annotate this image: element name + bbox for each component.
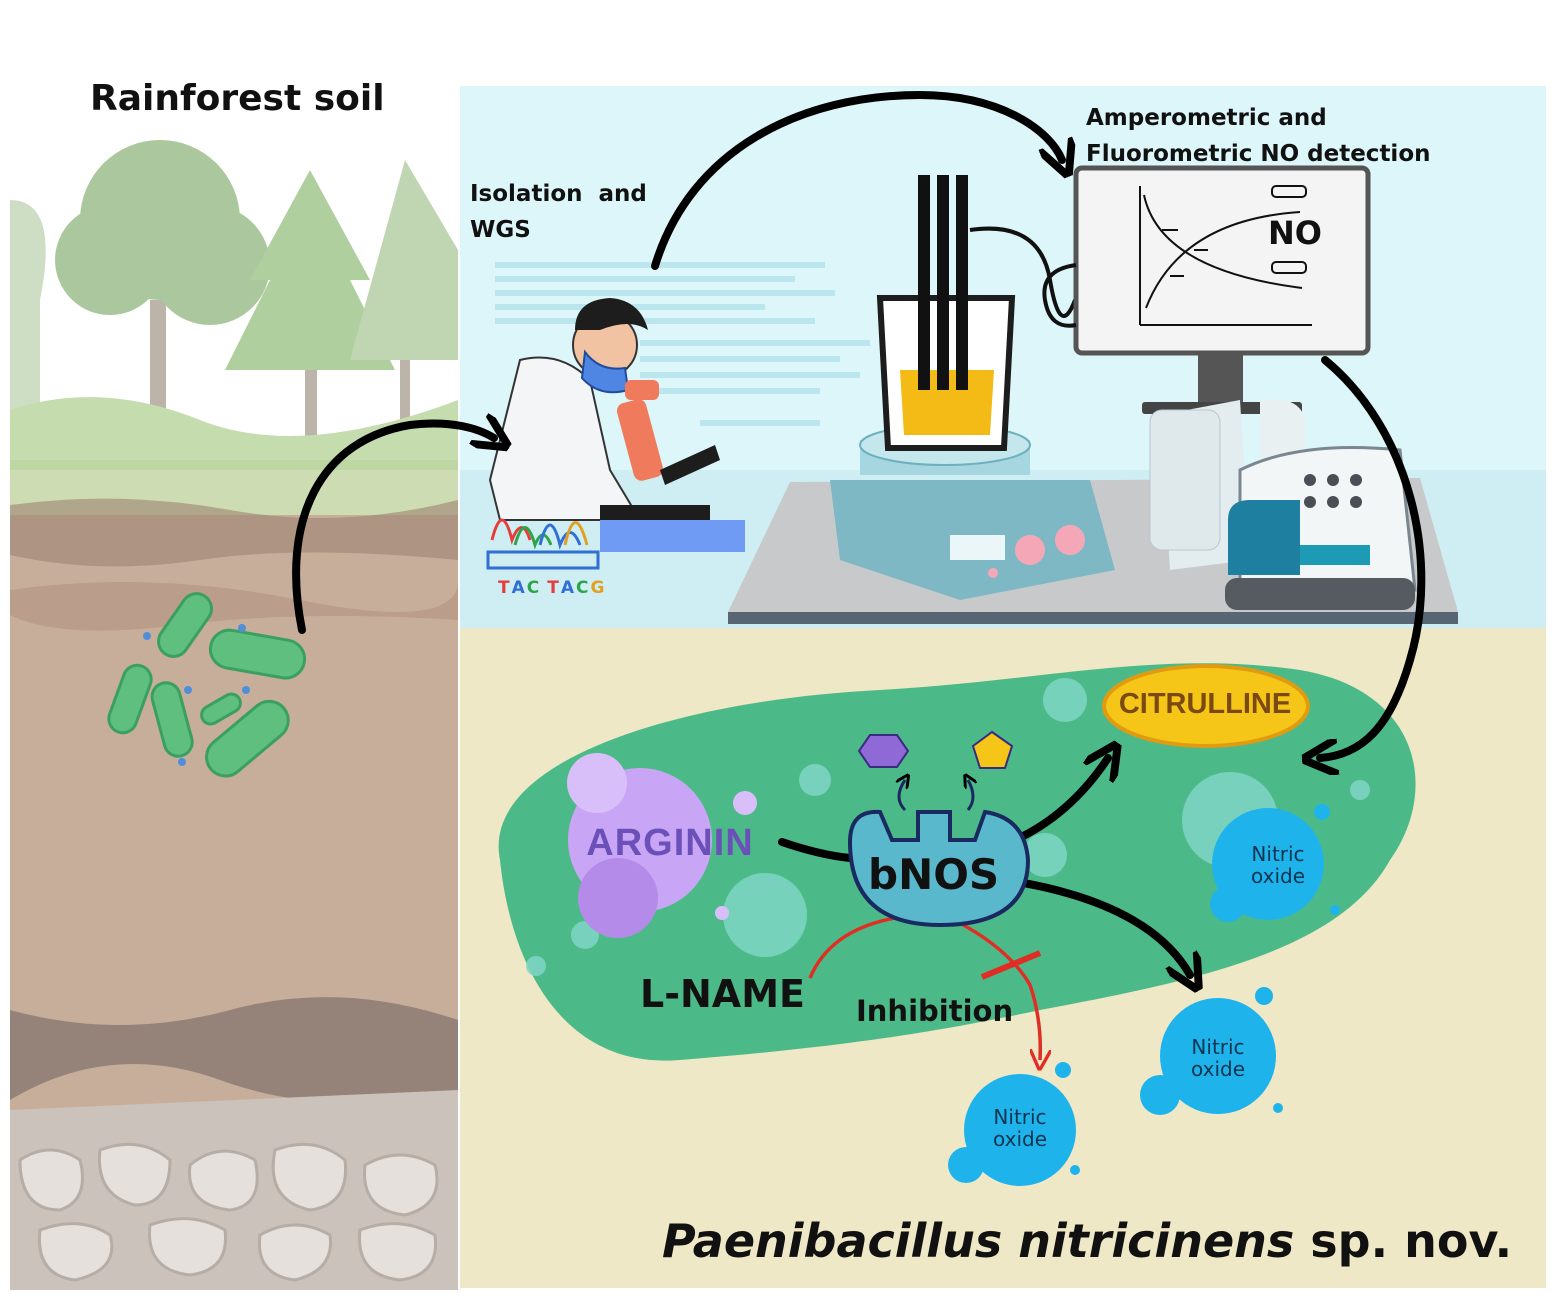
detection-line-2: Fluorometric NO detection (1086, 141, 1431, 167)
dna-letter: A (560, 578, 577, 598)
process-arrows (292, 90, 1426, 975)
species-suffix: sp. nov. (1294, 1214, 1513, 1268)
dna-letter: T (547, 578, 561, 598)
detection-label: Amperometric and Fluorometric NO detecti… (1086, 100, 1431, 172)
nitric-oxide-label-1: Nitric oxide (1223, 843, 1333, 887)
oxide-word: oxide (1190, 1057, 1245, 1081)
rock-layer (18, 1142, 439, 1282)
nitric-oxide-label-2: Nitric oxide (1163, 1036, 1273, 1080)
dna-letter: C (526, 578, 542, 598)
arrow-bnos-to-citrulline (1011, 758, 1108, 844)
oxide-word: oxide (992, 1127, 1047, 1151)
bnos-label: bNOS (868, 850, 1000, 899)
dna-letter: T (498, 578, 512, 598)
citrulline-molecule (1102, 664, 1310, 748)
lab-panel (460, 86, 1546, 628)
scientist-with-microscope (488, 298, 745, 552)
soil-panel (10, 140, 458, 1290)
species-italic: Paenibacillus nitricinens (662, 1214, 1295, 1268)
bnos-enzyme (847, 809, 1031, 928)
isolation-line-1: Isolation and (470, 181, 647, 207)
arrow-isolation-to-detection (651, 90, 1062, 270)
species-name: Paenibacillus nitricinens sp. nov. (662, 1214, 1512, 1268)
soil-title: Rainforest soil (90, 78, 385, 119)
oxide-word: oxide (1250, 864, 1305, 888)
nitric-oxide-molecules (948, 804, 1340, 1186)
arrow-bnos-to-nitric-oxide (1014, 878, 1190, 975)
arginin-molecule (567, 753, 757, 938)
fluorometer (1149, 399, 1417, 610)
nitric-word: Nitric (993, 1105, 1047, 1129)
detection-line-1: Amperometric and (1086, 105, 1327, 131)
cofactor-shapes (857, 730, 1014, 769)
arrow-detection-to-cell (1320, 356, 1426, 758)
nitric-oxide-label-3: Nitric oxide (965, 1106, 1075, 1150)
cofactor-arrows (899, 780, 973, 812)
arrow-arginin-to-bnos (778, 838, 854, 862)
isolation-label: Isolation and WGS (470, 176, 647, 248)
citrulline-label: CITRULLINE (1118, 688, 1292, 720)
nitric-word: Nitric (1191, 1035, 1245, 1059)
inhibition-label: Inhibition (856, 994, 1014, 1028)
isolation-line-2: WGS (470, 217, 531, 243)
arginin-label: ARGININ (586, 822, 754, 864)
lname-label: L-NAME (640, 972, 805, 1016)
stirrer-with-beaker (830, 175, 1115, 600)
inhibition-path (808, 916, 1040, 1060)
dna-letter: A (511, 578, 527, 598)
arrow-soil-to-isolation (292, 423, 494, 634)
nitric-word: Nitric (1251, 842, 1305, 866)
rainforest-trees (10, 140, 458, 470)
dna-letter: C (576, 578, 591, 598)
dna-letter: G (590, 578, 607, 598)
chromatogram (486, 518, 600, 570)
graph-no-label: NO (1268, 214, 1322, 252)
soil-bacteria (107, 592, 307, 778)
